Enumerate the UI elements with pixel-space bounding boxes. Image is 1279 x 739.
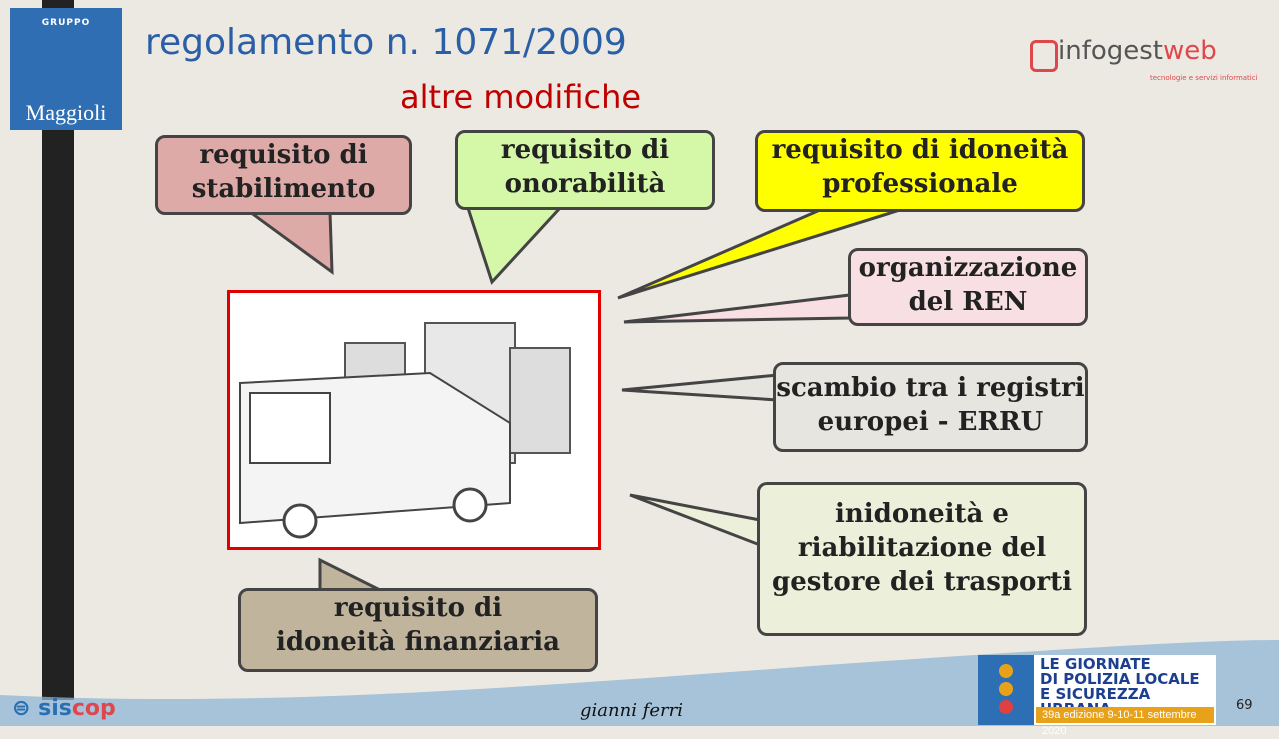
callout-line: del REN (908, 287, 1028, 317)
callout-stabilimento: requisito di stabilimento (155, 135, 412, 215)
event-line: LE GIORNATE (1040, 655, 1151, 673)
slide-subtitle: altre modifiche (400, 78, 642, 116)
vehicles-image (227, 290, 601, 550)
brand-gest: gest (1106, 36, 1164, 66)
callout-line: riabilitazione del (797, 533, 1047, 563)
event-edition: 39a edizione 9-10-11 settembre 2020 (1036, 707, 1214, 737)
page-number: 69 (1236, 698, 1253, 713)
pointer-ren (623, 293, 852, 324)
callout-line: scambio tra i registri (776, 373, 1085, 403)
bus-wheel-rear (452, 487, 488, 523)
callout-line: europei - ERRU (817, 407, 1044, 437)
truck-right (509, 347, 571, 454)
event-logo: LE GIORNATE DI POLIZIA LOCALE E SICUREZZ… (978, 655, 1216, 737)
siscop-cop: cop (71, 696, 116, 721)
pointer-inidoneita (629, 493, 762, 548)
vehicles-illustration (239, 322, 571, 539)
siscop-logo: ⊜ siscop (12, 696, 116, 721)
bus-windshield (249, 392, 331, 464)
pointer-finanziaria (318, 557, 381, 592)
pointer-onorabilita (465, 206, 564, 285)
pointer-errru (621, 373, 780, 402)
callout-line: onorabilità (504, 169, 666, 199)
footer-band (0, 640, 1279, 726)
callout-ren: organizzazione del REN (848, 248, 1088, 326)
pointer-stabilimento (245, 210, 334, 276)
maggioli-logo: GRUPPO Maggioli (10, 8, 122, 130)
callout-line: requisito di (500, 135, 670, 165)
author-name: gianni ferri (580, 700, 683, 721)
slide-title: regolamento n. 1071/2009 (145, 22, 627, 63)
callout-onorabilita: requisito di onorabilità (455, 130, 715, 210)
event-line: DI POLIZIA LOCALE (1040, 670, 1200, 688)
logo-name-text: Maggioli (25, 100, 107, 125)
callout-line: inidoneità e (835, 499, 1009, 529)
callout-line: stabilimento (191, 174, 376, 204)
siscop-icon: ⊜ (12, 696, 39, 721)
infogestweb-logo: infogestweb (1058, 36, 1217, 66)
infogestweb-icon (1030, 40, 1058, 72)
logo-group-text: GRUPPO (41, 18, 91, 28)
callout-idoneita-professionale: requisito di idoneità professionale (755, 130, 1085, 212)
callout-line: requisito di (199, 140, 368, 170)
callout-line: requisito di (333, 593, 503, 623)
callout-line: idoneità finanziaria (275, 627, 561, 657)
brand-info: info (1058, 36, 1107, 66)
callout-line: organizzazione (858, 253, 1078, 283)
callout-line: professionale (822, 169, 1018, 199)
siscop-sis: sis (38, 696, 72, 721)
callout-errru: scambio tra i registri europei - ERRU (773, 362, 1088, 452)
bus-wheel-front (282, 503, 318, 539)
callout-inidoneita: inidoneità e riabilitazione del gestore … (757, 482, 1087, 636)
event-logo-icon (978, 655, 1034, 725)
callout-line: requisito di idoneità (771, 135, 1069, 165)
callout-line: gestore dei trasporti (772, 567, 1072, 597)
footer-wave (0, 640, 1279, 726)
callout-finanziaria: requisito di idoneità finanziaria (238, 588, 598, 672)
brand-web: web (1163, 36, 1217, 66)
infogestweb-tagline: tecnologie e servizi informatici (1150, 74, 1258, 82)
